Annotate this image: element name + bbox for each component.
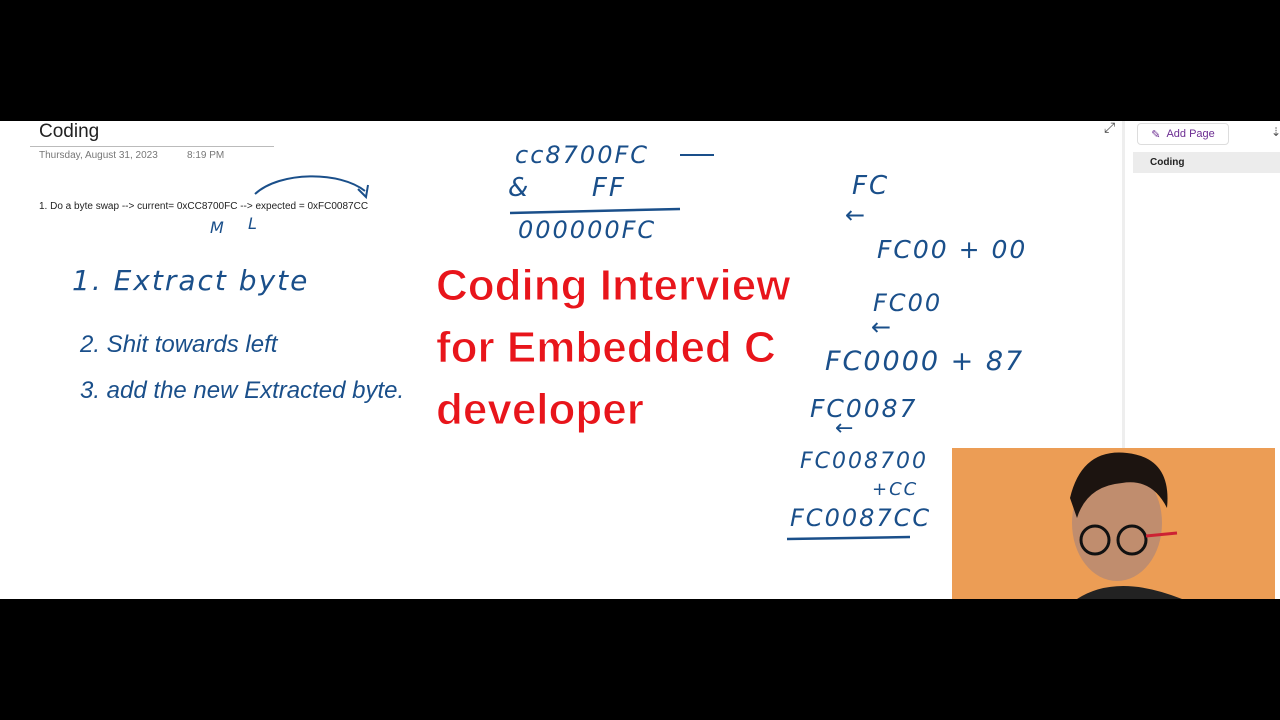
onenote-page: Coding Thursday, August 31, 2023 8:19 PM… [0,119,1280,599]
arrow-head [357,184,369,200]
underline-stroke [509,207,681,215]
shift-3: FC00 [873,289,943,317]
title-divider [30,146,274,147]
page-title: Coding [39,121,100,142]
swap-arrow [254,175,366,195]
ink-strokes [254,154,911,541]
shift-arrow-1: ← [845,201,868,229]
page-date: Thursday, August 31, 2023 [39,150,158,161]
page-list-item[interactable]: Coding [1133,152,1280,173]
shift-9: +CC [872,479,919,500]
add-page-button[interactable]: ✎ Add Page [1137,123,1229,145]
shift-2: FC00 + 00 [877,235,1028,264]
result-underline [786,535,911,541]
shift-arrow-7: ← [835,416,856,441]
step-3: 3. add the new Extracted byte. [80,377,405,404]
sort-icon[interactable]: ⇣ [1271,125,1280,139]
shift-arrow-4: ← [871,313,894,341]
task-text: 1. Do a byte swap --> current= 0xCC8700F… [39,201,369,212]
add-page-icon: ✎ [1151,128,1161,141]
overlay-line-1: Coding Interview [435,261,791,311]
shift-6: FC0087 [810,394,918,423]
webcam-feed [952,448,1275,599]
add-page-label: Add Page [1166,128,1215,140]
overlay-line-3: developer [435,385,644,435]
ink-mark-m: M [210,218,226,237]
page-time: 8:19 PM [187,150,225,161]
expand-icon[interactable]: ⤢ [1104,119,1116,135]
mask-result: 000000FC [518,216,657,244]
shift-8: FC008700 [800,449,928,474]
shift-10: FC0087CC [790,504,932,532]
presenter-image [1070,452,1182,599]
mask-value: & FF [508,173,626,203]
shift-0: FC [852,171,890,201]
step-2: 2. Shit towards left [80,331,278,358]
video-title-overlay: Coding Interview for Embedded C develope… [435,255,791,441]
step-1: 1. Extract byte [72,264,310,297]
overlay-line-2: for Embedded C [435,323,776,373]
mask-operand: cc8700FC [515,141,650,169]
shift-5: FC0000 + 87 [825,346,1025,377]
ink-mark-l: L [248,214,259,233]
